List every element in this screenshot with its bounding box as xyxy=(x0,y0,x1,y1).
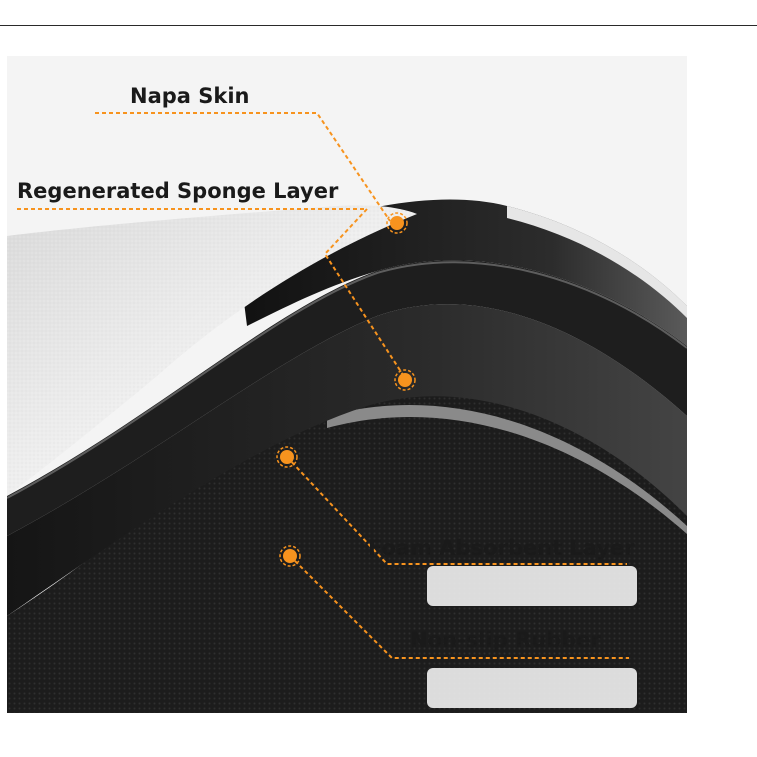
label-foam-absorbent-layer: Foam Absorbent Layer xyxy=(368,536,635,560)
label-regenerated-sponge-layer: Regenerated Sponge Layer xyxy=(17,179,339,203)
label-non-slip-rubber: Non-slip Rubber xyxy=(410,628,601,652)
callout-dots xyxy=(276,212,416,567)
label-napa-skin: Napa Skin xyxy=(130,84,250,108)
layered-material-photo xyxy=(7,56,687,713)
top-divider xyxy=(0,25,757,26)
